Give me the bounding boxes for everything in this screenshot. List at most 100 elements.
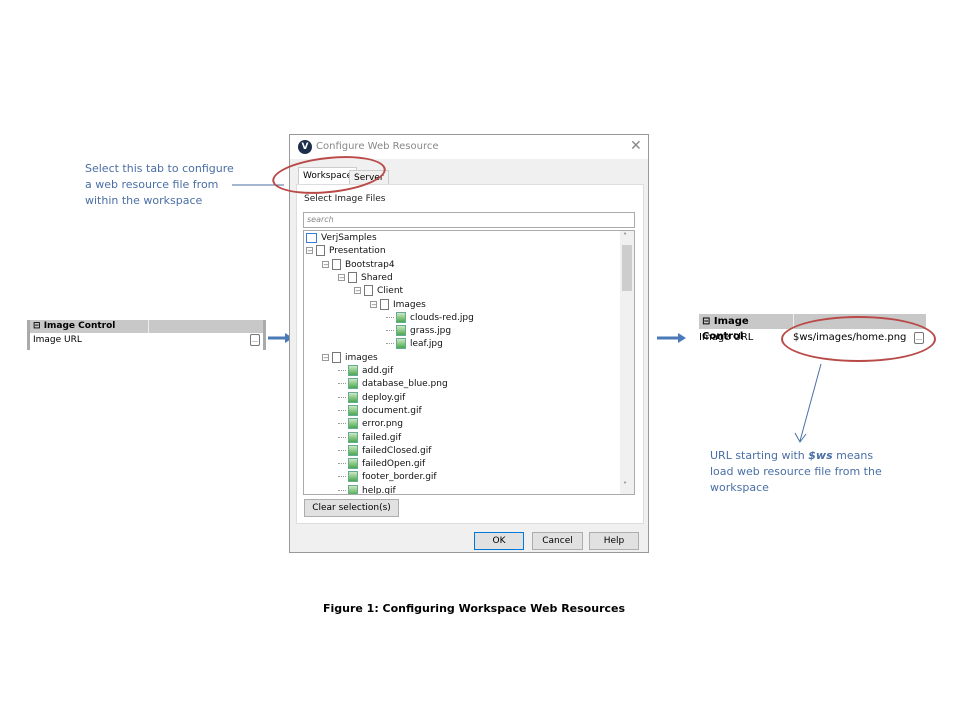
tree-item[interactable]: − Client <box>354 285 403 298</box>
group-title-text: Image Control <box>43 321 116 331</box>
ok-button[interactable]: OK <box>474 532 524 550</box>
collapse-icon[interactable]: − <box>354 287 361 296</box>
browse-icon[interactable]: … <box>250 334 260 346</box>
tree-item-label: add.gif <box>362 366 394 376</box>
tree-item-label: failed.gif <box>362 432 402 443</box>
tree-line <box>338 476 346 478</box>
tree-item-label: Images <box>393 299 426 310</box>
ws-annotation: URL starting with $ws means load web res… <box>710 448 882 496</box>
tree-line <box>386 330 394 332</box>
annotation-line: within the workspace <box>85 194 203 207</box>
tree-item-label: Shared <box>361 272 393 283</box>
folder-icon <box>332 258 341 270</box>
folder-icon <box>380 298 389 310</box>
tree-item-label: error.png <box>362 419 403 430</box>
cancel-button[interactable]: Cancel <box>532 532 583 550</box>
image-url-field[interactable] <box>148 333 250 347</box>
image-file-icon <box>348 378 358 390</box>
tree-item[interactable]: − Images <box>370 298 426 312</box>
configure-web-resource-dialog: V Configure Web Resource ✕ Workspace Ser… <box>289 134 649 553</box>
app-logo-icon: V <box>298 140 312 154</box>
tree-item[interactable]: leaf.jpg <box>386 338 443 351</box>
help-button[interactable]: Help <box>589 532 639 550</box>
tree-item[interactable]: help.gif <box>338 484 396 494</box>
header-spacer <box>793 314 926 329</box>
tree-item[interactable]: document.gif <box>338 404 422 418</box>
tree-item-label: Bootstrap4 <box>345 259 395 270</box>
scroll-down-icon[interactable]: ˅ <box>623 481 627 490</box>
tree-item[interactable]: − Bootstrap4 <box>322 258 395 272</box>
annotation-text: URL starting with <box>710 449 809 462</box>
annotation-text: means <box>832 449 874 462</box>
tree-item[interactable]: failedClosed.gif <box>338 444 431 458</box>
vertical-scrollbar[interactable]: ˄ ˅ <box>620 231 634 494</box>
arrowhead <box>794 432 807 443</box>
collapse-icon[interactable]: − <box>338 273 345 282</box>
image-file-icon <box>396 311 406 323</box>
collapse-icon[interactable]: − <box>306 247 313 256</box>
tree-item[interactable]: deploy.gif <box>338 391 406 405</box>
tree-item-label: footer_border.gif <box>362 472 437 483</box>
tree-line <box>386 343 394 345</box>
tree-line <box>338 489 346 491</box>
tree-line <box>338 463 346 465</box>
tree-item[interactable]: − Shared <box>338 271 393 285</box>
tree-item-label: VerjSamples <box>321 233 377 243</box>
image-file-icon <box>396 325 406 337</box>
scroll-up-icon[interactable]: ˄ <box>623 232 627 241</box>
tree-line <box>338 436 346 438</box>
tree-item[interactable]: clouds-red.jpg <box>386 311 474 325</box>
property-group-header: ⊟ Image Control <box>30 320 263 333</box>
clear-selection-button[interactable]: Clear selection(s) <box>304 499 399 517</box>
image-file-icon <box>396 338 406 350</box>
group-title: ⊟ Image Control <box>702 316 749 342</box>
property-row: Image URL … <box>30 333 263 347</box>
tree-item-label: images <box>345 352 378 363</box>
tree-item-label: leaf.jpg <box>410 339 443 350</box>
collapse-icon[interactable]: − <box>322 260 329 269</box>
tree-item[interactable]: footer_border.gif <box>338 471 437 484</box>
tree-item[interactable]: add.gif <box>338 365 393 378</box>
tree-item[interactable]: −Presentation <box>306 245 386 258</box>
tree-item[interactable]: database_blue.png <box>338 378 448 391</box>
collapse-icon[interactable]: − <box>370 300 377 309</box>
tree-item[interactable]: failedOpen.gif <box>338 458 425 471</box>
tree-item-label: failedOpen.gif <box>362 459 426 470</box>
tab-server[interactable]: Server <box>349 170 389 185</box>
tree-item[interactable]: error.png <box>338 418 403 431</box>
collapse-icon[interactable]: − <box>322 353 329 362</box>
folder-icon <box>364 285 373 297</box>
close-icon[interactable]: ✕ <box>630 138 642 154</box>
tree-item[interactable]: failed.gif <box>338 431 402 445</box>
property-label: Image URL <box>33 335 82 345</box>
tree-item[interactable]: grass.jpg <box>386 325 451 338</box>
image-file-icon <box>348 471 358 483</box>
title-bar: V Configure Web Resource ✕ <box>290 135 648 159</box>
tab-annotation: Select this tab to configure a web resou… <box>85 161 234 209</box>
property-panel-left: ⊟ Image Control Image URL … <box>27 320 266 350</box>
thin-arrow <box>799 363 822 442</box>
annotation-line: a web resource file from <box>85 178 219 191</box>
annotation-line: Select this tab to configure <box>85 162 234 175</box>
scrollbar-thumb[interactable] <box>622 245 632 291</box>
annotation-line: load web resource file from the <box>710 465 882 478</box>
tree-item[interactable]: VerjSamples <box>306 232 377 245</box>
image-file-icon <box>348 365 358 376</box>
arrowhead <box>678 333 686 343</box>
image-file-icon <box>348 391 358 403</box>
tree-item-label: document.gif <box>362 405 422 416</box>
figure-caption: Figure 1: Configuring Workspace Web Reso… <box>322 602 626 615</box>
annotation-highlight: $ws <box>808 449 833 462</box>
tree-item-label: Client <box>377 286 404 297</box>
tree-item-label: clouds-red.jpg <box>410 312 474 323</box>
tree-line <box>338 423 346 425</box>
group-title: ⊟ Image Control <box>33 321 116 331</box>
tree-item[interactable]: − images <box>322 351 378 365</box>
file-tree[interactable]: ˄ ˅ VerjSamples−Presentation−Bootstrap4−… <box>303 230 635 495</box>
search-input[interactable]: search <box>303 212 635 228</box>
annotation-line: URL starting with $ws means <box>710 448 882 464</box>
image-file-icon <box>348 484 358 494</box>
tree-item-label: deploy.gif <box>362 392 406 403</box>
tree-item-label: grass.jpg <box>410 326 452 337</box>
tree-item-label: database_blue.png <box>362 379 448 390</box>
